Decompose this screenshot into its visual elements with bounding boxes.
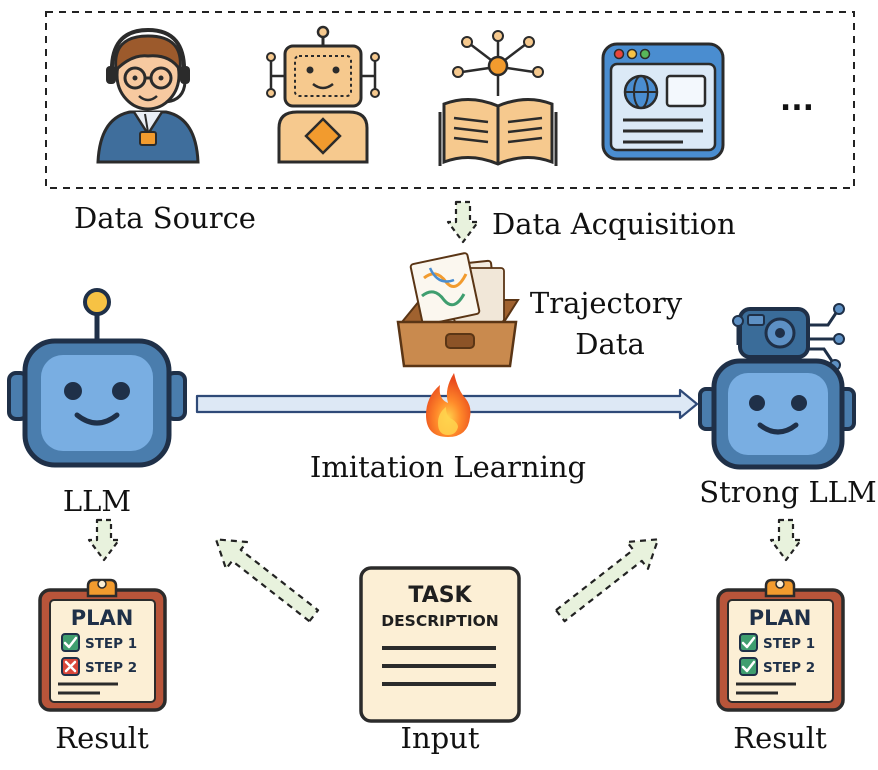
llm-result-arrow [87, 518, 121, 562]
robot-agent-icon [266, 25, 380, 164]
llm-label: LLM [62, 484, 132, 518]
plan-clipboard-right [716, 578, 845, 712]
knowledge-book-icon [438, 30, 558, 166]
trajectory-box-icon [396, 252, 520, 368]
plan_right-step-2-mark [741, 660, 756, 673]
data-source-frame [45, 11, 855, 189]
robot-head-with-gear-icon [698, 303, 856, 470]
flame-icon [426, 373, 471, 437]
plan-right-steps: STEP 1 STEP 2 [739, 633, 815, 676]
strong-llm-result-arrow [769, 518, 803, 562]
trajectory-label-line2: Data [575, 327, 645, 361]
imitation-learning-label: Imitation Learning [309, 450, 587, 484]
plan-left-steps: STEP 1 STEP 2 [61, 633, 137, 676]
task-card-subtitle: DESCRIPTION [381, 612, 499, 630]
web-browser-icon [601, 42, 725, 161]
human-annotator-icon [96, 27, 200, 164]
result-left-label: Result [55, 721, 149, 755]
robot-head-icon [7, 288, 187, 468]
plan-right-title: PLAN [749, 606, 812, 630]
trajectory-label-line1: Trajectory [529, 286, 683, 320]
plan-left-title: PLAN [71, 606, 134, 630]
plan_left-step-2-mark [64, 660, 77, 673]
data-source-label: Data Source [74, 201, 256, 235]
strong-llm-label: Strong LLM [699, 475, 877, 509]
task-card-title: TASK [408, 583, 472, 608]
result-right-label: Result [733, 721, 827, 755]
plan_right-step-1-mark [741, 636, 756, 649]
input-to-strong-llm-arrow [548, 524, 670, 631]
task-description-card [359, 566, 521, 723]
plan-clipboard-left [38, 578, 167, 712]
input-to-llm-arrow [204, 524, 326, 631]
plan_right-step-2-label: STEP 2 [763, 660, 815, 676]
plan_left-step-1-mark [63, 636, 78, 649]
plan_right-step-1-label: STEP 1 [763, 636, 815, 652]
input-label: Input [400, 721, 480, 755]
plan_left-step-1-label: STEP 1 [85, 636, 137, 652]
data-acquisition-arrow [446, 200, 480, 244]
ellipsis-text: ... [780, 83, 814, 118]
plan_left-step-2-label: STEP 2 [85, 660, 137, 676]
data-acquisition-label: Data Acquisition [492, 207, 736, 241]
